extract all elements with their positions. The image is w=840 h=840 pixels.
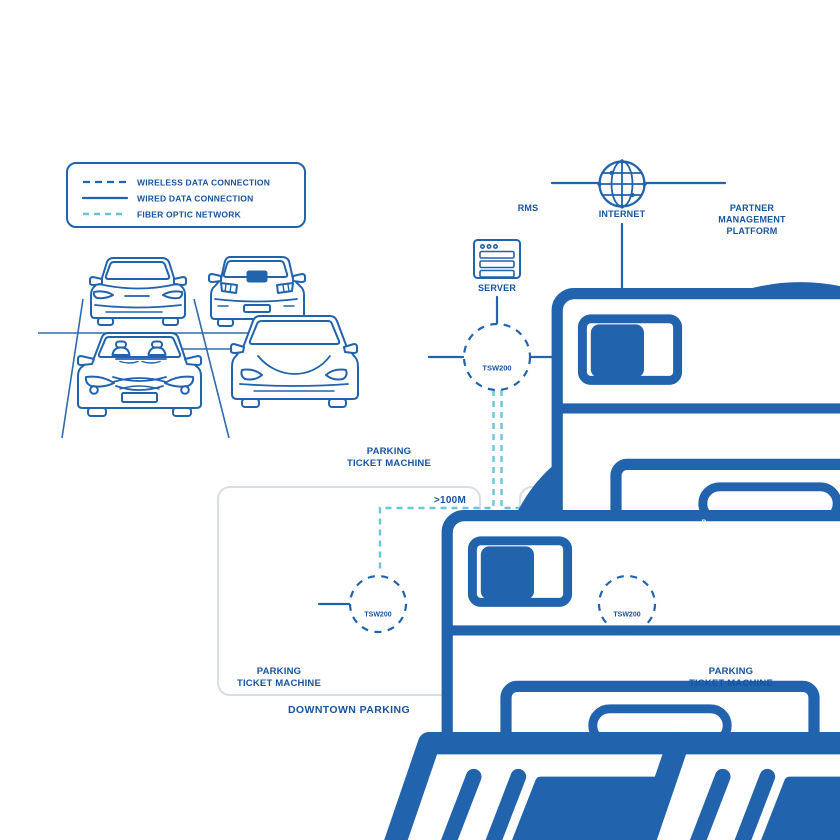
machine-label-line1: PARKING [709,666,754,677]
machine-label-line1: PARKING [367,446,412,457]
riverside-switch-label: TSW200 [613,612,640,619]
machine-label-line2: TICKET MACHINE [237,678,321,689]
partner-label-line3: PLATFORM [727,226,778,236]
internet-label: INTERNET [599,209,646,219]
riverside-switch-dashed-circle [597,574,657,634]
riverside-switch-node: TSW200 [597,574,840,840]
downtown-switch-node: TSW200 [348,574,840,840]
internet-globe-icon [597,159,647,209]
server-node: SERVER [473,239,521,293]
main-switch-dashed-circle [462,322,532,392]
machine-p-badge: P [359,298,364,305]
fiber-cable-downtown [378,390,495,573]
main-switch-label: TSW200 [482,364,511,373]
ticket-machine-riverside: P PARKING TICKET MACHINE [689,520,773,690]
server-icon [473,239,521,279]
machine-p-badge: P [701,520,706,527]
car-front-bottom-right [230,315,359,408]
car-front-bottom-left [77,332,202,417]
partner-label-line2: MANAGEMENT [718,215,786,225]
legend: WIRELESS DATA CONNECTION WIRED DATA CONN… [66,162,306,228]
partner-node: PARTNER MANAGEMENT PLATFORM [718,203,840,755]
legend-fiber-label: FIBER OPTIC NETWORK [137,210,242,220]
downtown-zone-box [217,486,481,696]
partner-label-line1: PARTNER [730,203,775,213]
legend-box [66,162,306,228]
machine-label-line2: TICKET MACHINE [689,678,773,689]
main-switch-node: TSW200 [462,322,840,840]
rms-node: RMS [512,203,840,723]
machine-p-badge: P [249,520,254,527]
downtown-distance-label: >100M [434,495,466,506]
machine-label-line1: PARKING [257,666,302,677]
internet-node: INTERNET [597,159,647,219]
ticket-machine-downtown: P PARKING TICKET MACHINE [237,514,840,840]
legend-wireless-label: WIRELESS DATA CONNECTION [137,178,270,188]
rms-label: RMS [518,203,539,213]
legend-wired-label: WIRED DATA CONNECTION [137,194,253,204]
downtown-switch-label: TSW200 [364,612,391,619]
machine-label-line2: TICKET MACHINE [347,458,431,469]
server-label: SERVER [478,283,516,293]
downtown-zone-title: DOWNTOWN PARKING [288,704,410,716]
ticket-machine-main: P PARKING TICKET MACHINE [347,292,840,840]
car-front-top-left [89,257,187,326]
downtown-switch-dashed-circle [348,574,408,634]
